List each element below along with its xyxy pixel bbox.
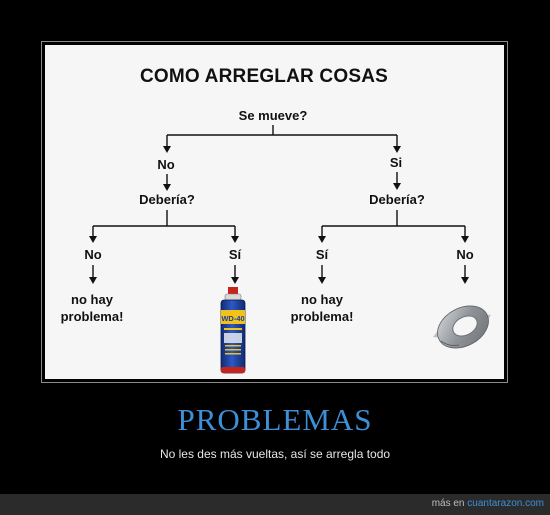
connector-level-3 — [92, 265, 466, 279]
connector-level-1 — [166, 125, 398, 148]
left-question: Debería? — [139, 192, 195, 207]
arrow-left-2 — [163, 184, 171, 191]
result-ll-line2: problema! — [61, 309, 124, 324]
result-rl-line2: problema! — [291, 309, 354, 324]
wd40-can-icon: WD-40 — [220, 287, 246, 374]
answer-si: Si — [390, 155, 402, 170]
answer-rr: No — [456, 247, 473, 262]
wd40-can-label: WD-40 — [221, 314, 244, 323]
root-question: Se mueve? — [239, 108, 308, 123]
arrow-rl — [318, 236, 326, 243]
result-rl-line1: no hay — [301, 292, 344, 307]
right-question: Debería? — [369, 192, 425, 207]
arrow-rr — [461, 236, 469, 243]
arrow-right-2 — [393, 183, 401, 190]
arrow-lr-result — [231, 277, 239, 284]
arrow-left-1 — [163, 146, 171, 153]
answer-no: No — [157, 157, 174, 172]
arrow-rr-result — [461, 277, 469, 284]
arrow-right-1 — [393, 146, 401, 153]
arrow-rl-result — [318, 277, 326, 284]
answer-rl: Sí — [316, 247, 329, 262]
footer-site-link[interactable]: cuantarazon.com — [467, 498, 544, 509]
answer-ll: No — [84, 247, 101, 262]
flowchart-panel: COMO ARREGLAR COSAS Se mueve? No Si Debe… — [45, 45, 504, 379]
duct-tape-icon — [433, 305, 491, 349]
arrow-ll — [89, 236, 97, 243]
footer-bar: más en cuantarazon.com — [0, 494, 550, 515]
answer-lr: Sí — [229, 247, 242, 262]
arrow-ll-result — [89, 277, 97, 284]
flowchart-svg: COMO ARREGLAR COSAS Se mueve? No Si Debe… — [61, 66, 491, 374]
result-ll-line1: no hay — [71, 292, 114, 307]
connector-left-branch — [92, 210, 236, 238]
arrow-lr — [231, 236, 239, 243]
caption-subtitle: No les des más vueltas, así se arregla t… — [159, 447, 391, 461]
connector-right-branch — [321, 210, 466, 238]
diagram-title: COMO ARREGLAR COSAS — [140, 66, 388, 87]
image-frame: COMO ARREGLAR COSAS Se mueve? No Si Debe… — [41, 41, 508, 383]
footer-text: más en cuantarazon.com — [432, 498, 544, 509]
caption-title: PROBLEMAS — [177, 402, 373, 437]
footer-prefix: más en — [431, 498, 465, 509]
connector-level-2 — [166, 172, 398, 186]
